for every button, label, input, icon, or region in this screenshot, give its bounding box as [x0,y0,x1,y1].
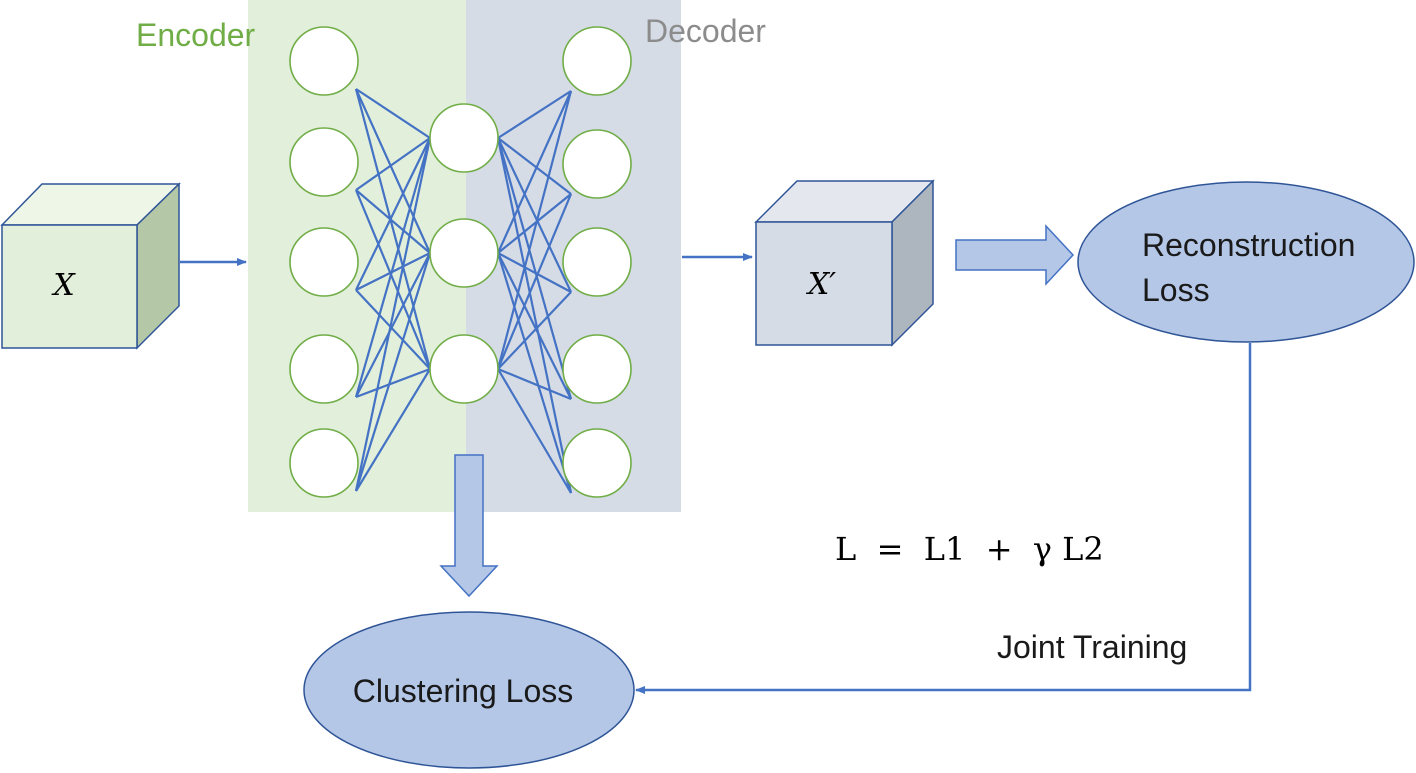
network-edge [497,90,572,139]
network-edge [497,137,572,293]
network-edge [497,252,572,400]
input-cube: X [0,182,181,350]
network-edge [355,88,431,139]
input-layer-node [289,127,359,197]
network-edge [496,137,573,400]
network-edge [355,252,431,398]
joint-training-label: Joint Training [997,629,1187,665]
network-edge [355,137,431,191]
network-edge [355,137,431,291]
network-edge [496,252,573,494]
to-reconstruction-block-arrow [955,224,1075,286]
network-edge [354,189,432,370]
output-layer-node [562,227,632,297]
network-edge [355,289,431,370]
network-edge [355,368,431,492]
encoder-label: Encoder [136,17,256,53]
network-edge [497,368,572,494]
network-edge [497,291,572,370]
reconstruction-loss-ellipse [1077,181,1415,343]
decoder-label: Decoder [645,13,766,49]
output-layer-node [562,334,632,404]
loss-formula: L = L1 + γ L2 [835,530,1104,568]
network-edge [496,193,573,370]
network-edge [355,189,431,254]
network-edges [354,88,573,494]
clustering-loss-label: Clustering Loss [353,673,574,709]
output-cube: X′ [754,179,935,347]
network-edge [497,252,572,293]
clustering-loss-ellipse [303,611,635,769]
output-layer-node [562,26,632,96]
output-cube-front [755,221,893,346]
network-edge [496,137,573,494]
network-edge [354,137,432,492]
bottleneck-node [429,103,499,173]
network-edge [354,252,432,492]
network-edge [496,90,573,254]
network-edge [497,367,572,401]
output-layer-node [562,129,632,199]
input-layer-node [289,428,359,498]
input-layer-node [289,334,359,404]
network-edge [354,88,432,254]
network-edge [497,137,572,195]
input-layer-node [289,26,359,96]
network-edge [497,193,572,254]
network-edge [355,367,431,399]
network-edge [496,90,573,370]
reconstruction-loss-label-line2: Loss [1142,272,1210,308]
bottleneck-node [429,218,499,288]
bottleneck-node [429,334,499,404]
joint-training-connector [635,343,1252,694]
network-edge [354,137,432,398]
to-clustering-block-arrow [439,454,499,598]
network-nodes [289,26,632,498]
network-edge [354,88,432,370]
input-cube-front [1,224,138,349]
output-label: X′ [806,267,836,302]
reconstruction-loss-label-line1: Reconstruction [1142,227,1355,263]
input-layer-node [289,227,359,297]
input-label: X [51,268,76,303]
output-layer-node [562,428,632,498]
